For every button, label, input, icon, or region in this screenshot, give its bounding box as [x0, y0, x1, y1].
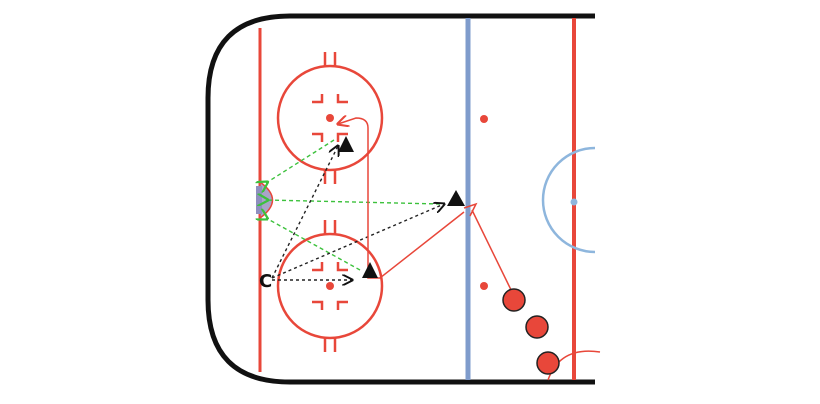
cone-icon: [362, 262, 378, 278]
bottom-faceoff-dot: [326, 282, 334, 290]
rink-boards: [205, 13, 595, 385]
cone-icon: [338, 136, 354, 152]
neutral-zone-dot-bottom: [480, 282, 488, 290]
goal-net: [256, 186, 262, 214]
top-faceoff-dot: [326, 114, 334, 122]
center-circle: [541, 146, 596, 254]
cone-icon: [447, 190, 465, 206]
top-faceoff-circle: [276, 52, 384, 184]
skate-paths: [338, 118, 515, 297]
bottom-faceoff-circle: [276, 220, 384, 352]
player-icon: [502, 288, 526, 312]
neutral-zone-dot-top: [480, 115, 488, 123]
coach-icon: C: [259, 271, 272, 292]
player-icon: [525, 315, 549, 339]
center-faceoff-dot: [570, 198, 578, 206]
shot-paths: [266, 139, 441, 271]
pass-paths: [271, 146, 444, 280]
player-icon: [536, 351, 560, 375]
